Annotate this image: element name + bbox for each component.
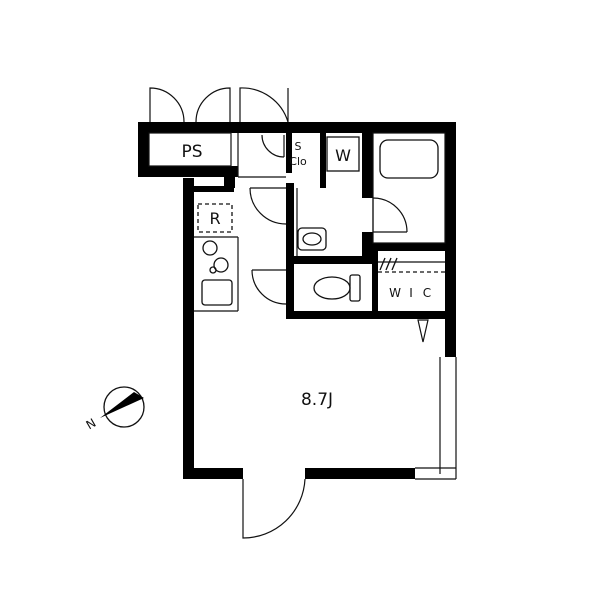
bathtub-icon [379, 139, 439, 179]
toilet-icon [313, 276, 351, 300]
compass-needle-icon [100, 392, 144, 418]
burner-icon [202, 240, 218, 256]
exterior-walls [138, 122, 456, 479]
compass: N [84, 386, 145, 433]
front-door [239, 87, 289, 123]
thin-lines [148, 132, 446, 312]
wic-c-label: C [423, 286, 431, 300]
ps-label: PS [181, 142, 202, 162]
shoe-closet-s-label: S [295, 140, 302, 153]
kitchen-sink-icon [201, 279, 233, 306]
wash-basin-icon [297, 227, 327, 251]
bath-door [372, 197, 408, 233]
room-size-label: 8.7J [301, 390, 333, 410]
toilet-door [251, 269, 287, 305]
wic-w-label: W [389, 286, 401, 300]
shoe-closet-clo-label: Clo [289, 155, 307, 168]
refrigerator-space [197, 203, 233, 233]
wic-door [417, 319, 429, 343]
compass-ring [103, 386, 145, 428]
refrigerator-label: R [209, 209, 220, 228]
burner-icon [213, 257, 229, 273]
doors [149, 87, 429, 539]
washroom-door [249, 187, 287, 225]
compass-north-label: N [84, 416, 99, 433]
washer-box [326, 136, 360, 172]
labels: PS S Clo W R W I C 8.7J [181, 140, 431, 410]
balcony-window [415, 357, 457, 480]
wic-i-label: I [409, 286, 413, 300]
interior-walls [286, 133, 452, 319]
ps-door-right [195, 87, 231, 123]
shoe-closet-door [261, 134, 285, 158]
washer-label: W [335, 146, 351, 165]
bottom-door [242, 478, 306, 539]
fixtures [197, 136, 439, 306]
ps-door-left [149, 87, 185, 123]
